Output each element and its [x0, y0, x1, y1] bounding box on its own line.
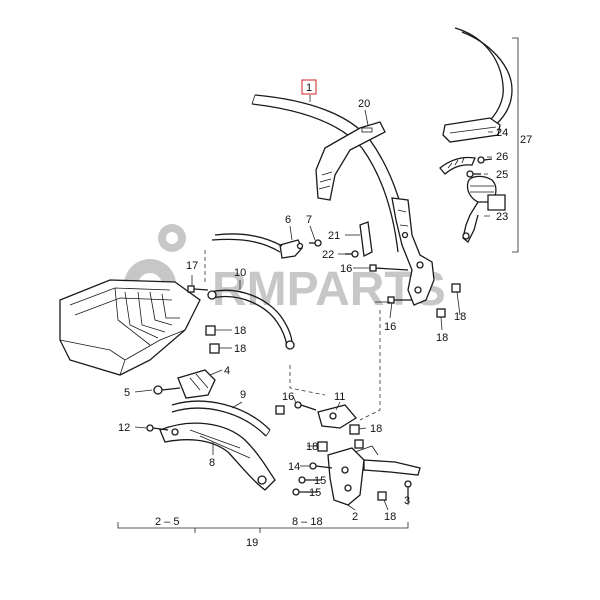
callout-24[interactable]: 24	[496, 127, 508, 139]
side-rail-27	[442, 27, 513, 143]
callout-15[interactable]: 15	[309, 487, 321, 499]
callout-5[interactable]: 5	[124, 387, 130, 399]
bolt-17	[187, 285, 209, 293]
lever-11	[275, 401, 360, 435]
main-hinge-arm	[369, 197, 461, 318]
callout-3[interactable]: 3	[404, 495, 410, 507]
range-right-label: 8 – 18	[292, 516, 323, 528]
callout-16[interactable]: 16	[384, 321, 396, 333]
bracket-4	[153, 369, 216, 399]
callout-10[interactable]: 10	[234, 267, 246, 279]
callout-18[interactable]: 18	[234, 325, 246, 337]
callout-8[interactable]: 8	[209, 457, 215, 469]
callout-9[interactable]: 9	[240, 389, 246, 401]
callout-16[interactable]: 16	[340, 263, 352, 275]
leader-lines	[117, 37, 519, 533]
hinge-assembly-23	[439, 156, 506, 244]
rear-deck-panel	[59, 279, 201, 376]
tension-bar-9	[171, 400, 271, 437]
callout-22[interactable]: 22	[322, 249, 334, 261]
callout-labels: 1 20 24 27 26 25 23 6 7 21 22 16 16 18 1…	[118, 82, 532, 523]
callout-18[interactable]: 18	[384, 511, 396, 523]
callout-14[interactable]: 14	[288, 461, 300, 473]
callout-11[interactable]: 11	[334, 391, 345, 403]
callout-27[interactable]: 27	[520, 134, 532, 146]
callout-25[interactable]: 25	[496, 169, 508, 181]
highlight-box	[301, 79, 317, 95]
callout-18[interactable]: 18	[454, 311, 466, 323]
callout-1[interactable]: 1	[306, 82, 312, 94]
callout-26[interactable]: 26	[496, 151, 508, 163]
callout-6[interactable]: 6	[285, 214, 291, 226]
watermark-text: RMPARTS	[212, 263, 446, 316]
callout-16[interactable]: 16	[282, 391, 294, 403]
callout-12[interactable]: 12	[118, 422, 130, 434]
callout-18[interactable]: 18	[370, 423, 382, 435]
callout-4[interactable]: 4	[224, 365, 230, 377]
lower-arm-8	[146, 422, 276, 491]
bow-bracket-20	[315, 121, 386, 201]
callout-17[interactable]: 17	[186, 260, 198, 272]
range-total-label: 19	[246, 537, 258, 549]
reference-lines	[204, 250, 381, 421]
callout-2[interactable]: 2	[352, 511, 358, 523]
callout-23[interactable]: 23	[496, 211, 508, 223]
callout-18[interactable]: 18	[234, 343, 246, 355]
link-21	[345, 221, 373, 258]
clip-18-left	[205, 325, 220, 354]
callout-18[interactable]: 18	[306, 441, 318, 453]
callout-7[interactable]: 7	[306, 214, 312, 226]
range-labels: 2 – 5 8 – 18 19	[155, 516, 323, 549]
callout-18[interactable]: 18	[436, 332, 448, 344]
callout-20[interactable]: 20	[358, 98, 370, 110]
range-left-label: 2 – 5	[155, 516, 179, 528]
callout-21[interactable]: 21	[328, 230, 340, 242]
callout-15[interactable]: 15	[314, 475, 326, 487]
cable-10	[207, 289, 295, 350]
clip-6	[211, 233, 322, 259]
hinge-base-2	[317, 439, 421, 506]
